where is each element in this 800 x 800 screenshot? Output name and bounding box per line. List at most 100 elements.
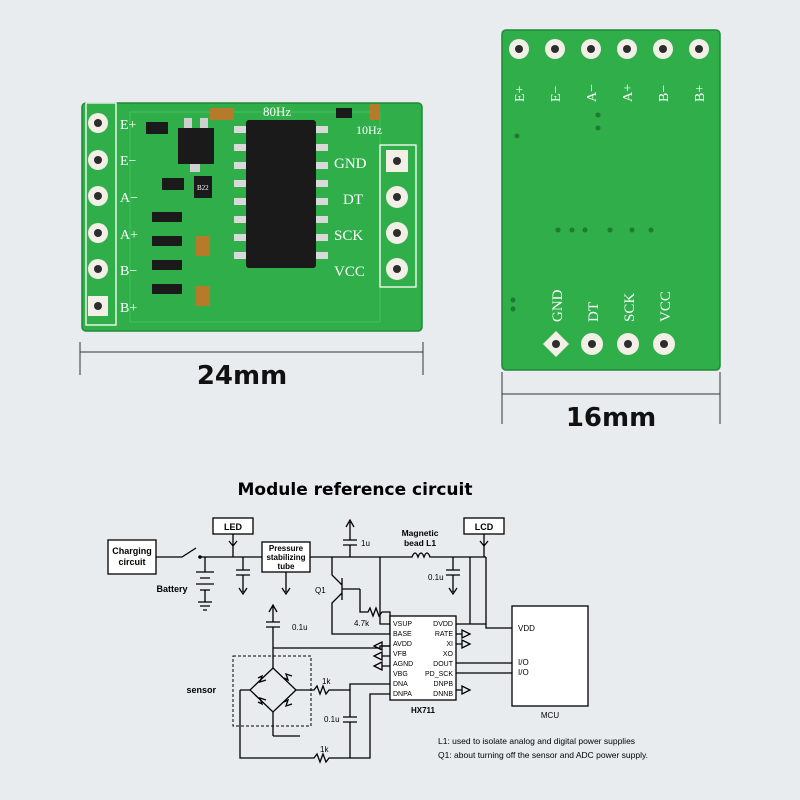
front-label-dt: DT [343,192,363,208]
back-label-b-plus: B+ [693,85,708,102]
resistor-1k-bottom-label: 1k [320,745,329,754]
front-label-a-minus: A− [120,191,138,206]
back-board: E+ E− A− A+ B− B+ GND DT SCK VCC 16mm [501,29,721,433]
hx711-pin-dout: DOUT [433,661,454,668]
ground-dnnb [456,684,472,696]
front-label-vcc: VCC [334,264,365,280]
front-pad-a-minus [88,186,108,206]
schematic: Charging circuit Battery LED Pressure st… [107,517,648,764]
hx711-pin-dnnb: DNNB [433,691,453,698]
hx711-chip [389,615,457,701]
pressure-tube-box [261,541,311,573]
front-label-sck: SCK [334,228,363,244]
sensor-label: sensor [186,685,216,695]
back-pad-a-minus [581,39,601,59]
back-label-e-minus: E− [549,85,564,102]
charging-circuit-label-2: circuit [118,557,145,567]
front-pad-b-plus [88,296,108,316]
front-pad-gnd [386,150,408,172]
front-label-a-plus: A+ [120,228,138,243]
front-label-gnd: GND [334,156,367,172]
back-pad-b-minus [653,39,673,59]
resistor-4k7-label: 4.7k [354,619,370,628]
battery-symbol [196,557,214,611]
front-ic-pins [234,126,328,259]
ground-agnd [372,660,390,672]
ground-xi [456,638,472,650]
wire-avdd [273,645,390,649]
wire-dvdd [440,557,512,629]
q1-label: Q1 [315,586,326,595]
hx711-pin-xi: XI [446,641,453,648]
front-hx711-chip [246,120,316,268]
charging-circuit-box [107,539,157,575]
hx711-pin-vsup: VSUP [393,621,412,628]
front-label-b-plus: B+ [120,301,137,316]
back-pad-sck [617,333,639,355]
hx711-pin-vfb: VFB [393,651,407,658]
bead-label-2: bead L1 [404,538,436,548]
hx711-pin-pd-sck: PD_SCK [425,671,453,678]
front-pad-e-minus [88,150,108,170]
wire-vsup [379,557,390,625]
back-pad-b-plus [689,39,709,59]
cap-input-label: 0.1u [324,715,340,724]
cap-1u-label: 1u [361,539,370,548]
front-label-80hz: 80Hz [263,104,291,119]
wire-base [331,620,390,635]
front-pad-b-minus [88,259,108,279]
resistor-4k7 [359,589,391,633]
schematic-title: Module reference circuit [238,480,473,500]
led-label: LED [224,522,243,532]
cap-bead-label: 0.1u [428,573,444,582]
wire-switch [156,547,262,558]
cap-input [343,690,357,758]
hx711-label: HX711 [411,706,436,715]
lcd-label: LCD [475,522,494,532]
pressure-ground [281,572,291,596]
note-l1: L1: used to isolate analog and digital p… [438,736,635,746]
sensor-bridge-resistors [257,672,293,708]
wire-io [456,662,512,674]
cap-sensor [266,603,280,648]
mcu-pin-vdd: VDD [518,624,535,633]
front-capacitor [210,108,234,120]
hx711-pin-xo: XO [443,651,454,658]
back-pad-a-plus [617,39,637,59]
front-left-header-outline [85,102,117,326]
front-pad-vcc [386,258,408,280]
pressure-label-3: tube [278,562,295,571]
cap-supply [236,557,250,596]
back-label-b-minus: B− [657,85,672,102]
back-label-gnd: GND [550,289,566,322]
hx711-left-pins: VSUP BASE AVDD VFB AGND VBG DNA DNPA [393,621,413,698]
hx711-pin-dnpb: DNPB [434,681,454,688]
back-pad-vcc [653,333,675,355]
charging-circuit-label-1: Charging [112,546,152,556]
front-pad-e-plus [88,113,108,133]
back-pad-e-minus [545,39,565,59]
cap-1u [343,518,357,557]
hx711-pin-dvdd: DVDD [433,621,453,628]
front-pad-dt [386,186,408,208]
back-label-sck: SCK [622,293,638,322]
front-board: E+ E− A− A+ B− B+ GND DT SCK VCC 80Hz 10… [79,102,424,391]
back-bottom-pads [543,331,675,357]
cap-bead [446,557,460,596]
magnetic-bead [410,552,486,559]
back-top-pads [509,39,709,59]
front-label-10hz: 10Hz [356,123,382,137]
resistor-1k-bottom [239,689,390,764]
resistor-1k-top [296,683,390,696]
back-label-dt: DT [586,302,602,322]
hx711-pin-avdd: AVDD [393,641,412,648]
mcu-box [511,605,589,707]
front-pad-a-plus [88,223,108,243]
cap-sensor-label: 0.1u [292,623,308,632]
q1-transistor [331,557,360,620]
hx711-pin-dnpa: DNPA [393,691,412,698]
front-label-b-minus: B− [120,264,137,279]
back-label-a-minus: A− [585,84,600,102]
hx711-right-pins: DVDD RATE XI XO DOUT PD_SCK DNPB DNNB [425,621,454,698]
